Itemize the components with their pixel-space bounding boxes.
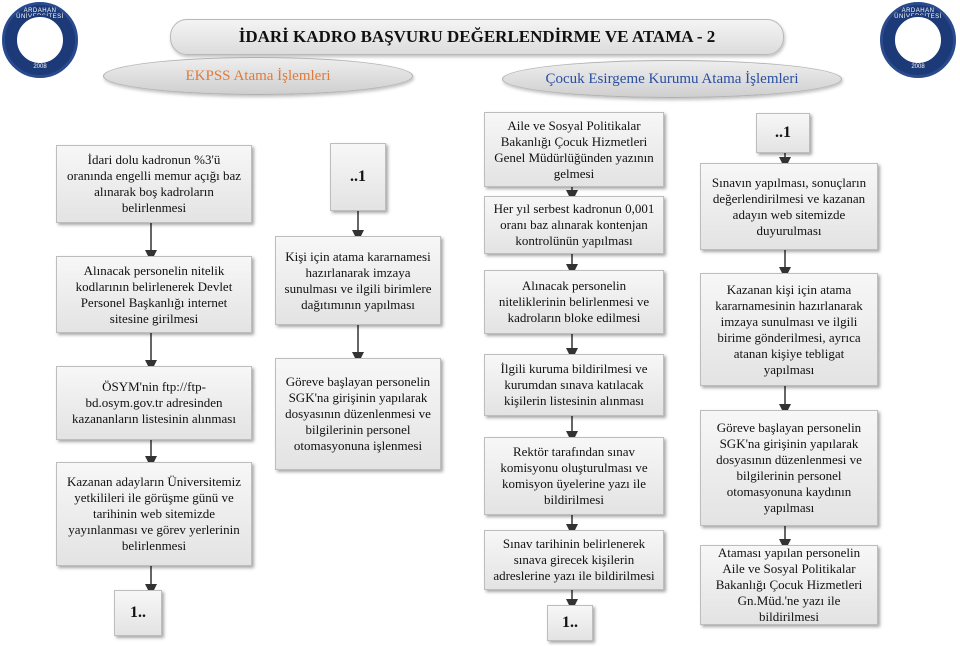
step-box: Ataması yapılan personelin Aile ve Sosya… — [700, 545, 878, 625]
step-box: Kazanan adayların Üniversitemiz yetkilil… — [56, 462, 252, 566]
step-box: Aile ve Sosyal Politikalar Bakanlığı Çoc… — [484, 112, 664, 187]
step-box: Alınacak personelin niteliklerinin belir… — [484, 270, 664, 334]
step-box: Her yıl serbest kadronun 0,001 oranı baz… — [484, 196, 664, 254]
university-logo-right: ARDAHAN ÜNİVERSİTESİ 2008 — [880, 2, 956, 78]
step-box: Göreve başlayan personelin SGK'na girişi… — [700, 410, 878, 526]
connector-box: ..1 — [330, 143, 386, 211]
step-box: ÖSYM'nin ftp://ftp-bd.osym.gov.tr adresi… — [56, 366, 252, 440]
logo-year: 2008 — [911, 64, 925, 70]
step-box: Rektör tarafından sınav komisyonu oluştu… — [484, 437, 664, 515]
section-ekpss-header: EKPSS Atama İşlemleri — [103, 57, 413, 95]
logo-year: 2008 — [33, 64, 47, 70]
connector-box: ..1 — [756, 113, 810, 153]
step-box: İlgili kuruma bildirilmesi ve kurumdan s… — [484, 354, 664, 416]
step-box: Kazanan kişi için atama kararnamesinin h… — [700, 273, 878, 386]
page-title: İDARİ KADRO BAŞVURU DEĞERLENDİRME VE ATA… — [170, 19, 784, 55]
connector-box: 1.. — [114, 590, 162, 636]
step-box: Alınacak personelin nitelik kodlarının b… — [56, 256, 252, 333]
university-logo-left: ARDAHAN ÜNİVERSİTESİ 2008 — [2, 2, 78, 78]
connector-box: 1.. — [547, 605, 593, 641]
section-cocuk-header: Çocuk Esirgeme Kurumu Atama İşlemleri — [502, 60, 842, 98]
step-box: Sınavın yapılması, sonuçların değerlendi… — [700, 163, 878, 250]
logo-emblem — [15, 15, 65, 65]
step-box: Göreve başlayan personelin SGK'na girişi… — [275, 358, 441, 470]
step-box: Kişi için atama kararnamesi hazırlanarak… — [275, 236, 441, 325]
step-box: Sınav tarihinin belirlenerek sınava gire… — [484, 530, 664, 590]
step-box: İdari dolu kadronun %3'ü oranında engell… — [56, 145, 252, 223]
logo-emblem — [893, 15, 943, 65]
